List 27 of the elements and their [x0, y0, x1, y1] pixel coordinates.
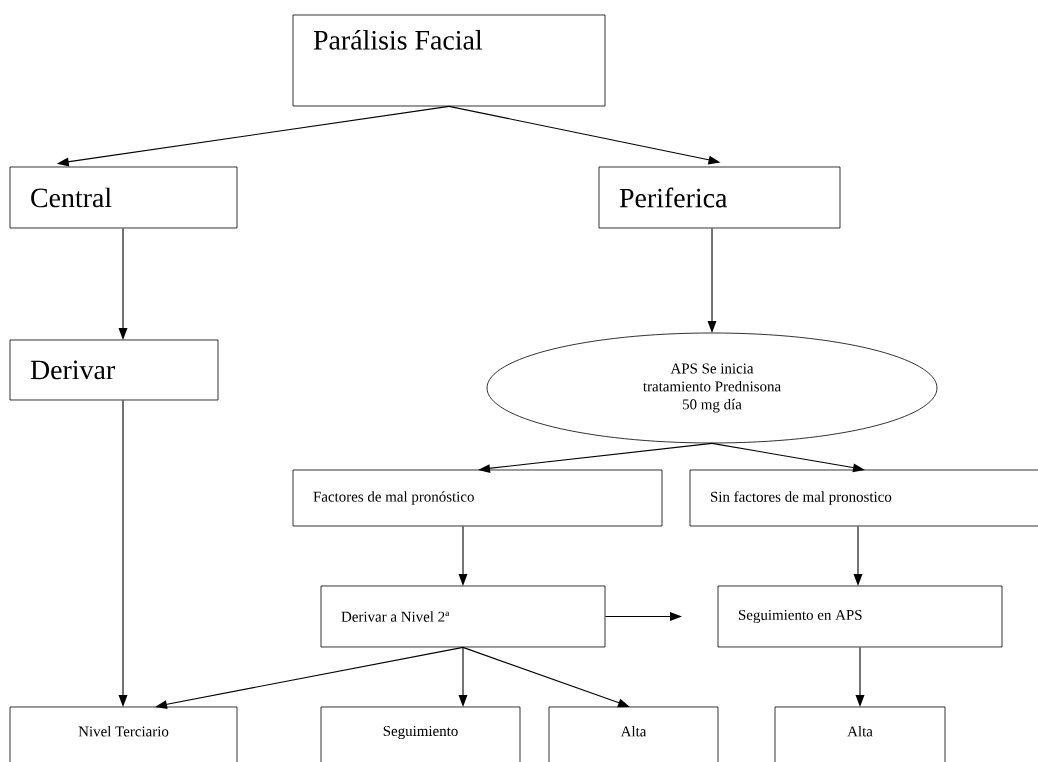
process-box: Derivar a Nivel 2ª	[320, 585, 606, 648]
arrow	[448, 105, 721, 165]
arrow	[855, 646, 865, 707]
arrow	[458, 525, 468, 586]
arrow	[853, 525, 863, 586]
arrow	[462, 646, 630, 708]
process-box: Alta	[548, 706, 719, 762]
arrow	[711, 442, 865, 473]
process-box: Central	[9, 166, 238, 229]
arrow	[118, 399, 128, 707]
arrow	[155, 646, 464, 710]
process-box: Nivel Terciario	[9, 706, 238, 762]
process-box: Parálisis Facial	[292, 14, 606, 107]
process-box: Factores de mal pronóstico	[292, 469, 663, 527]
process-box: Periferica	[598, 166, 841, 229]
process-box: Seguimiento en APS	[717, 585, 1003, 648]
process-box: Alta	[774, 706, 946, 762]
process-box: Seguimiento	[320, 706, 521, 762]
arrow	[56, 105, 450, 167]
oval-node: APS Se inicia tratamiento Prednisona 50 mg día	[486, 332, 938, 444]
arrow	[478, 442, 713, 474]
arrow	[707, 227, 717, 333]
arrow	[458, 646, 468, 707]
process-box: Derivar	[9, 339, 219, 401]
arrow	[604, 612, 682, 621]
arrow	[118, 227, 128, 340]
process-box: Sin factores de mal pronostico	[689, 469, 1038, 527]
